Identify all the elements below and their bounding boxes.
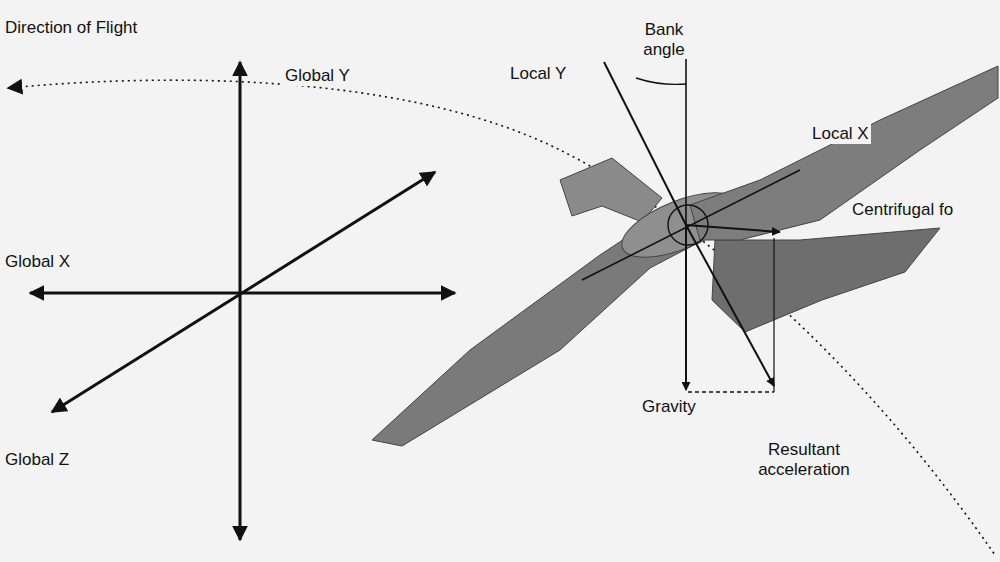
bird [372, 66, 998, 446]
axis-label: Resultant acceleration [742, 440, 866, 479]
centrifugal-arrow [686, 225, 780, 232]
axis-label: Local Y [508, 64, 568, 84]
force-component [688, 391, 774, 392]
global-y-axis [239, 62, 242, 540]
axis-label: Gravity [640, 397, 698, 417]
local-x-axis [582, 170, 800, 280]
axis-label: Global Z [3, 450, 71, 470]
bird-lower-wing [712, 228, 940, 332]
center-of-mass [668, 205, 708, 245]
gravity-arrow [685, 225, 687, 390]
bird-tail [560, 158, 662, 222]
axis-label: Direction of Flight [3, 18, 139, 38]
vertical-reference [685, 58, 687, 225]
global-z-axis [52, 172, 435, 412]
axis-label: Bank angle [622, 20, 706, 59]
axis-label: Centrifugal fo [850, 200, 955, 220]
force-component [773, 238, 774, 392]
axis-label: Local X [810, 124, 871, 144]
axis-label: Global X [3, 252, 72, 272]
bank-angle-arc [636, 78, 686, 84]
resultant-arrow [686, 225, 774, 386]
bird-right-wing [690, 66, 998, 240]
local-y-axis [604, 62, 686, 225]
axis-label: Global Y [283, 66, 352, 86]
